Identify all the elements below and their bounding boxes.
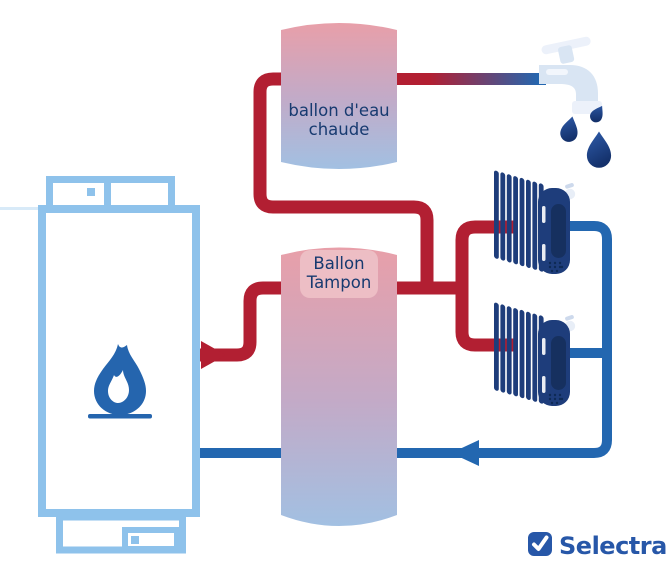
buffer-tank-label: Ballon Tampon [300,250,378,298]
boiler-to-buffer-pipe [200,281,468,362]
radiator-supply-pipe [455,220,514,352]
faucet-handle-post [558,45,575,64]
boiler-top-divider [104,178,111,209]
return-pipe [200,221,612,458]
selectra-wordmark: Selectra [559,532,667,560]
boiler-bottom-inset [122,527,180,552]
faucet-handle-bar [541,36,591,55]
faucet-body [539,65,598,106]
water-drop-medium [558,114,581,144]
buffer-tank [281,247,397,526]
dhw-loop-pipe [253,72,434,290]
water-drop-large [586,131,612,168]
faucet-icon [539,36,602,114]
radiator-bottom [494,302,576,406]
selectra-logo: Selectra [528,532,667,560]
boiler-bottom-indicator [131,536,139,544]
hot-supply-pipes [200,72,514,362]
boiler [0,176,200,554]
hot-water-tank-label: ballon d'eau chaude [288,101,390,139]
boiler-top-indicator [87,188,95,196]
hot-flow-arrow [201,341,226,369]
boiler-wall-line [0,207,42,210]
flame-base-line [88,414,152,419]
gas-flame-icon [88,344,152,419]
cold-flow-arrow [451,440,479,466]
hot-water-tank [281,23,397,169]
